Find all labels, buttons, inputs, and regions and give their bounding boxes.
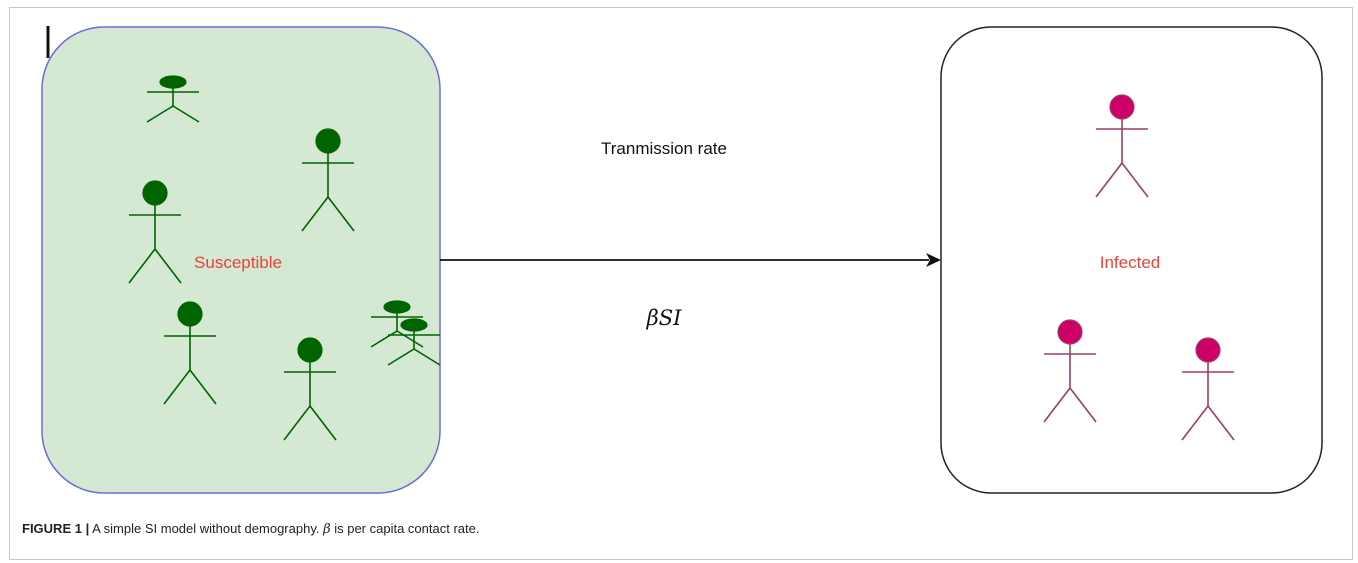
infected-person-3 bbox=[1181, 337, 1235, 441]
infected-people bbox=[1043, 94, 1235, 441]
infected-person-2 bbox=[1043, 319, 1097, 423]
susceptible-person-4 bbox=[163, 301, 217, 405]
figure-frame bbox=[9, 7, 1353, 560]
susceptible-person-1 bbox=[146, 75, 200, 123]
caption-text-1: A simple SI model without demography. bbox=[89, 521, 324, 536]
transmission-rate-label: Tranmission rate bbox=[601, 139, 727, 158]
susceptible-person-2 bbox=[301, 128, 355, 232]
transmission-arrow-head bbox=[926, 253, 941, 267]
si-model-diagram: Susceptible Infected Tranmission rate βS… bbox=[41, 26, 1323, 494]
susceptible-person-6 bbox=[370, 300, 424, 348]
susceptible-person-5 bbox=[283, 337, 337, 441]
caption-beta-symbol: β bbox=[323, 522, 331, 537]
infected-label: Infected bbox=[1100, 253, 1161, 272]
susceptible-person-7 bbox=[387, 318, 441, 366]
susceptible-label: Susceptible bbox=[194, 253, 282, 272]
susceptible-person-3 bbox=[128, 180, 182, 284]
caption-prefix: FIGURE 1 | bbox=[22, 521, 90, 536]
beta-si-label: βSI bbox=[646, 306, 683, 330]
figure-caption: FIGURE 1 | A simple SI model without dem… bbox=[22, 521, 479, 537]
caption-text-2: is per capita contact rate. bbox=[330, 521, 480, 536]
infected-person-1 bbox=[1095, 94, 1149, 198]
susceptible-people bbox=[128, 75, 441, 441]
